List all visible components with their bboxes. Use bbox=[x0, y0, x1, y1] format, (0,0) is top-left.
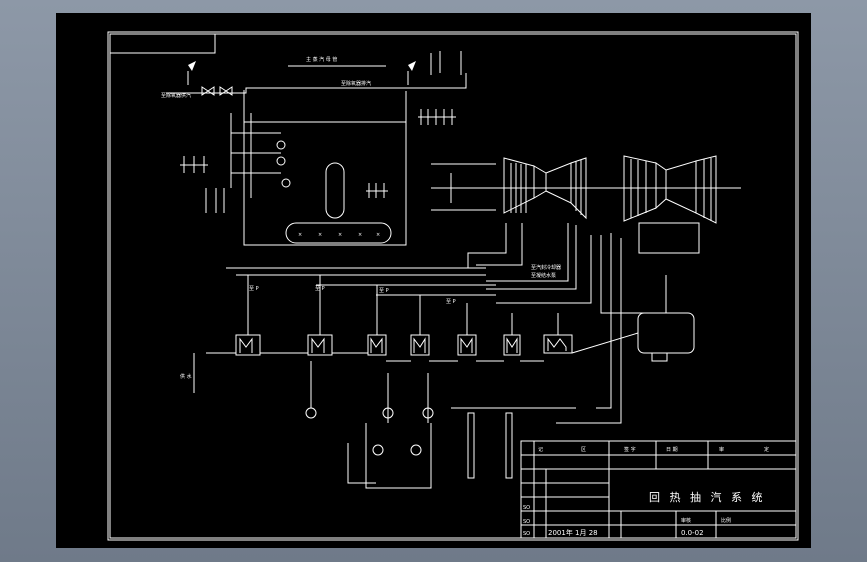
instrument-tree-left bbox=[180, 156, 225, 213]
vertical-tube-1 bbox=[467, 412, 475, 479]
title-header-cell-3: 签 字 bbox=[624, 446, 636, 453]
deaerator-head bbox=[325, 162, 345, 219]
heater-4 bbox=[410, 334, 430, 356]
pump-icon bbox=[422, 407, 434, 419]
scale-label: 比例 bbox=[721, 517, 731, 524]
pump-loop bbox=[365, 423, 432, 489]
drawing-number: 0.0-02 bbox=[681, 529, 704, 537]
heater-3 bbox=[367, 334, 387, 356]
svg-text:×: × bbox=[358, 232, 362, 238]
title-header-cell-5: 审 bbox=[719, 446, 724, 453]
tank-crosses: × × × × × bbox=[298, 232, 380, 238]
svg-text:×: × bbox=[298, 232, 302, 238]
svg-text:×: × bbox=[318, 232, 322, 238]
condenser-hotwell bbox=[651, 352, 668, 362]
pump-icon bbox=[372, 444, 384, 456]
pump-bypass bbox=[347, 443, 376, 484]
row-label-2: SO bbox=[523, 519, 530, 525]
drawing-date: 2001年 1月 28 bbox=[548, 528, 598, 537]
pump-icon bbox=[305, 407, 317, 419]
svg-text:×: × bbox=[338, 232, 342, 238]
left-supply-label: 至除氧器供汽 bbox=[161, 92, 191, 99]
condenser bbox=[637, 312, 695, 354]
extraction-label-1: 至 P bbox=[249, 286, 259, 292]
extraction-label-3: 至 P bbox=[379, 288, 389, 294]
main-steam-pipe bbox=[166, 73, 467, 94]
main-steam-header-label: 主 蒸 汽 母 管 bbox=[306, 56, 337, 63]
title-block bbox=[520, 440, 797, 539]
drawing-frame-outer bbox=[107, 31, 799, 541]
heater-2 bbox=[307, 334, 333, 356]
pump-icon bbox=[410, 444, 422, 456]
valve-group-top bbox=[201, 86, 233, 96]
turbine-lp bbox=[623, 155, 717, 254]
row-label-1: SO bbox=[523, 505, 530, 511]
heater-6 bbox=[503, 334, 521, 356]
deaerator-frame bbox=[243, 90, 407, 246]
condensate-label: 至凝结水泵 bbox=[531, 272, 556, 279]
svg-text:×: × bbox=[376, 232, 380, 238]
title-header-cell-4: 日 期 bbox=[666, 447, 678, 453]
instrument-tree-right bbox=[418, 109, 456, 125]
flag-icon bbox=[408, 61, 416, 71]
vertical-tube-2 bbox=[505, 412, 513, 479]
pump-icon bbox=[382, 407, 394, 419]
title-header-cell-1: 记 bbox=[538, 446, 543, 453]
corner-stamp-box bbox=[110, 34, 216, 54]
heater-piping bbox=[193, 275, 639, 423]
flag-icon bbox=[188, 61, 196, 71]
regenerative-extraction-diagram: 主 蒸 汽 母 管 至除氧器排汽 至除氧器供汽 × × × × × bbox=[107, 31, 799, 541]
cad-viewport[interactable]: 主 蒸 汽 母 管 至除氧器排汽 至除氧器供汽 × × × × × bbox=[56, 13, 811, 548]
heater-7 bbox=[543, 334, 573, 354]
side-label: 供 水 bbox=[180, 373, 192, 380]
drawing-title: 回 热 抽 汽 系 统 bbox=[649, 490, 765, 504]
title-header-cell-6: 定 bbox=[764, 446, 769, 453]
row-label-3: SO bbox=[523, 531, 530, 537]
extraction-label-4: 至 P bbox=[446, 299, 456, 305]
pump-icon bbox=[276, 156, 286, 166]
pump-icon bbox=[281, 178, 291, 188]
heater-1 bbox=[235, 334, 261, 356]
title-header-cell-2: 区 bbox=[581, 447, 586, 453]
approve-label: 审核 bbox=[681, 517, 691, 524]
steam-seal-label: 至汽封冷却器 bbox=[531, 264, 561, 271]
deaerator-vent-label: 至除氧器排汽 bbox=[341, 80, 371, 87]
pump-icon bbox=[276, 140, 286, 150]
deaerator-tank bbox=[285, 222, 392, 244]
instrument-tree-mid bbox=[366, 183, 388, 198]
extraction-lines bbox=[467, 223, 656, 424]
heater-5 bbox=[457, 334, 477, 356]
drawing-frame-inner bbox=[109, 33, 797, 539]
